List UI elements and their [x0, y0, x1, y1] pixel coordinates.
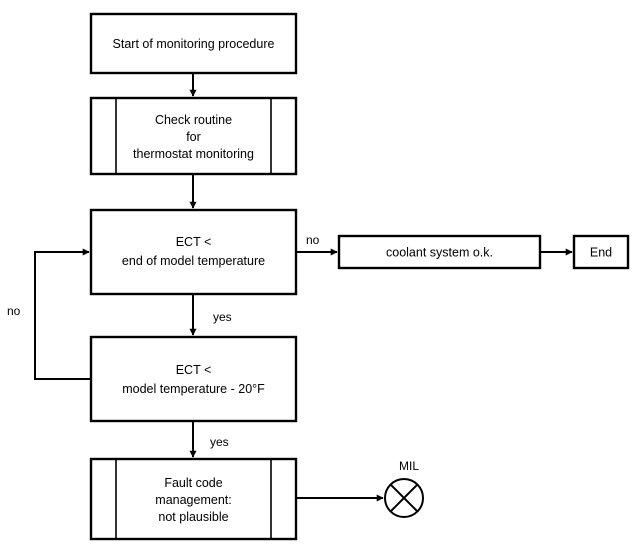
node-coolant-line: coolant system o.k. — [386, 246, 493, 260]
edge-decision2-loop-back — [34, 248, 91, 380]
node-coolant-system-ok: coolant system o.k. — [337, 234, 542, 270]
indicator-lamp-icon — [384, 478, 424, 518]
node-end-line: End — [590, 246, 612, 260]
mil-label: MIL — [399, 459, 419, 473]
node-check-routine-line: Check routine — [155, 113, 232, 127]
node-decision-model-minus-20: ECT < model temperature - 20°F — [89, 335, 298, 423]
node-decision-end-of-model: ECT < end of model temperature — [89, 208, 298, 296]
node-decision1-line: end of model temperature — [122, 254, 265, 268]
node-fault-line: Fault code — [164, 476, 222, 490]
node-end: End — [572, 234, 630, 270]
node-check-routine-line: for — [186, 130, 201, 144]
edge-label-no-right: no — [306, 233, 320, 247]
node-start-line: Start of monitoring procedure — [113, 37, 275, 51]
edge-label-no-loop: no — [7, 304, 21, 318]
node-fault-code-management: Fault code management: not plausible — [89, 457, 298, 541]
node-check-routine: Check routine for thermostat monitoring — [89, 96, 298, 176]
node-decision2-line: model temperature - 20°F — [122, 382, 265, 396]
node-decision1-line: ECT < — [176, 235, 212, 249]
node-start: Start of monitoring procedure — [89, 12, 298, 75]
node-fault-line: not plausible — [158, 510, 228, 524]
node-decision2-line: ECT < — [176, 363, 212, 377]
edge-label-yes-1: yes — [213, 310, 232, 324]
node-check-routine-line: thermostat monitoring — [133, 147, 254, 161]
edge-label-yes-2: yes — [210, 435, 229, 449]
node-fault-line: management: — [155, 493, 231, 507]
